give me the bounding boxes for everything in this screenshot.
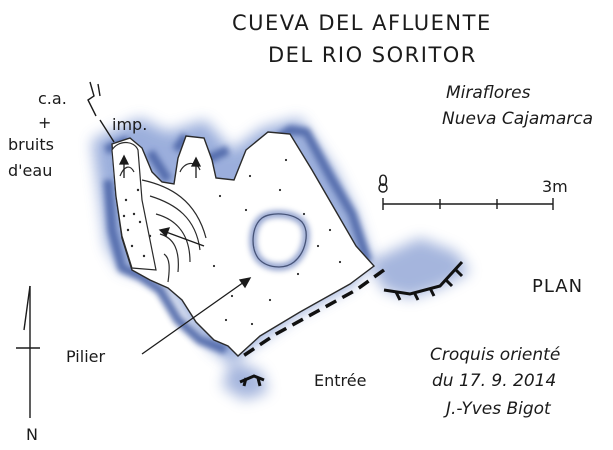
label-bruits: bruits <box>8 135 54 154</box>
credit-line-1: Croquis orienté <box>430 345 560 365</box>
north-label: N <box>26 425 38 444</box>
location-line-1: Miraflores <box>446 83 531 103</box>
label-deau: d'eau <box>8 161 52 180</box>
entrance-dripline <box>239 268 386 360</box>
scale-end-label: 3m <box>542 177 568 196</box>
cliff-ticks <box>239 260 464 387</box>
scale-start-label: 0 <box>378 171 388 190</box>
passage-arcs <box>119 162 207 283</box>
title-line-1: CUEVA DEL AFLUENTE <box>232 11 492 35</box>
credit-line-3: J.-Yves Bigot <box>443 399 552 419</box>
label-pilier: Pilier <box>66 347 105 366</box>
label-imp: imp. <box>112 115 147 134</box>
flow-arrows <box>118 154 205 247</box>
scale-bar <box>378 183 554 210</box>
floor-stipple <box>122 158 342 326</box>
label-entree: Entrée <box>314 371 366 390</box>
pillar-shading <box>249 210 310 271</box>
left-gallery <box>111 141 157 271</box>
north-arrow-icon <box>16 285 40 418</box>
inflow-marks <box>87 81 115 143</box>
location-line-2: Nueva Cajamarca <box>442 109 593 129</box>
title-line-2: DEL RIO SORITOR <box>268 43 477 67</box>
cave-floor <box>111 131 376 357</box>
plan-label: PLAN <box>532 276 583 297</box>
label-ca: c.a. <box>38 89 67 108</box>
pilier-pointer <box>141 277 252 355</box>
label-plus: + <box>38 113 51 132</box>
credit-line-2: du 17. 9. 2014 <box>432 371 556 391</box>
